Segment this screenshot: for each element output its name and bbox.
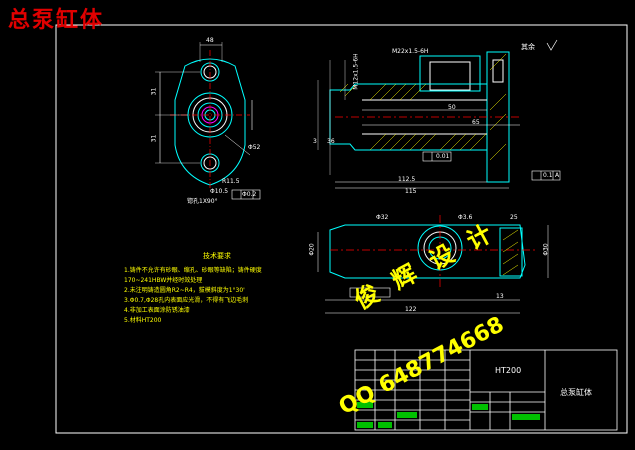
technical-note-3: 2.未注明铸造圆角R2~R4，拔模斜度为1°30' (124, 287, 245, 294)
title-block-fills (357, 402, 540, 428)
flange-view (155, 42, 261, 200)
technical-notes-heading: 技术要求 (203, 252, 231, 260)
dim-65: 65 (472, 119, 480, 126)
title-block (354, 349, 618, 431)
perpendicularity-datum: A (555, 172, 560, 179)
flatness-value: 0.01 (436, 153, 450, 160)
dim-phi30: Φ30 (542, 243, 550, 256)
dim-122: 122 (405, 306, 417, 313)
technical-note-1: 1.铸件不允许有砂眼、缩孔、砂眼等缺陷；铸件硬度 (124, 267, 262, 274)
dim-115: 115 (405, 188, 417, 195)
dim-1125: 112.5 (398, 176, 416, 183)
dim-countersink: 锪孔1X90° (187, 198, 218, 205)
dim-thread-m12: M12x1.5-6H (352, 53, 360, 90)
dim-phi52: Φ52 (248, 144, 261, 151)
dim-13: 13 (496, 293, 504, 300)
technical-note-2: 170~241HBW并经时效处理 (124, 277, 203, 284)
title-block-material: HT200 (495, 366, 522, 375)
bottom-view (317, 215, 549, 314)
dim-31b: 31 (150, 134, 158, 143)
title-block-part-name: 总泵缸体 (560, 388, 592, 397)
dim-48: 48 (206, 37, 214, 44)
perpendicularity-value: 0.1 (543, 172, 553, 179)
technical-note-5: 4.非加工表面涂防锈油漆 (124, 307, 190, 314)
technical-note-6: 5.材料HT200 (124, 317, 162, 324)
dim-31a: 31 (150, 87, 158, 96)
dim-phi36: Φ3.6 (458, 214, 473, 221)
dim-phi20: Φ20 (308, 243, 316, 256)
section-view (317, 39, 561, 189)
dim-36: 36 (327, 138, 335, 145)
drawing-title: 总泵缸体 (8, 8, 105, 33)
surface-roughness-rest-label: 其余 (521, 43, 535, 51)
dim-phi105: Φ10.5 (210, 188, 229, 195)
dim-phi32: Φ32 (376, 214, 389, 221)
dim-3: 3 (313, 138, 317, 145)
dim-thread-m22: M22x1.5-6H (392, 48, 429, 55)
technical-note-4: 3.Φ0.7,Φ28孔内表面应光滑，不得有飞边毛刺 (124, 297, 249, 304)
dim-r115: R11.5 (222, 178, 240, 185)
dim-25: 25 (510, 214, 518, 221)
position-tolerance: Φ0.2 (242, 191, 257, 198)
drawing-border (55, 24, 628, 434)
dim-50: 50 (448, 104, 456, 111)
